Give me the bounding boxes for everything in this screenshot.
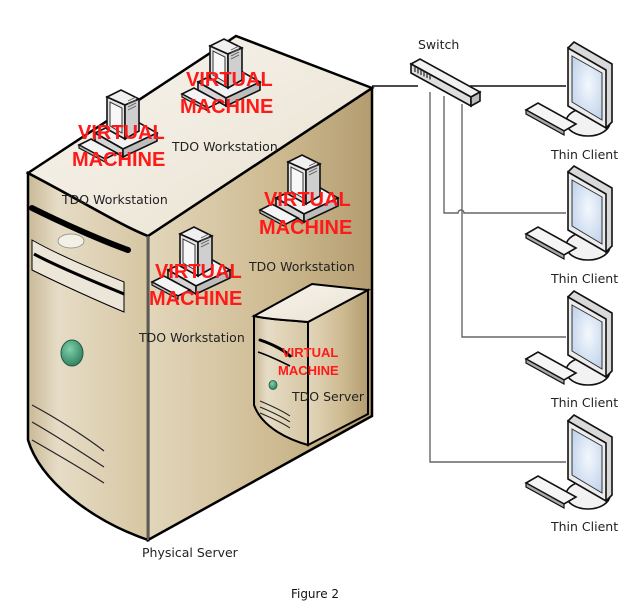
link-thin-client-2: [443, 96, 566, 214]
vm-label-line1: VIRTUAL: [155, 261, 242, 283]
vm-label-line2: MACHINE: [72, 149, 165, 171]
network-switch: Switch: [409, 37, 482, 108]
network-links: [372, 85, 566, 463]
workstation-label: TDO Workstation: [171, 139, 278, 154]
link-thin-client-4: [429, 92, 566, 463]
vm-label-line2: MACHINE: [278, 363, 339, 378]
workstation: VIRTUAL MACHINE TDO Workstation: [61, 89, 168, 207]
switch-label: Switch: [418, 37, 459, 52]
workstation: VIRTUAL MACHINE TDO Workstation: [138, 226, 245, 345]
power-led-icon: [60, 339, 84, 367]
thin-client: Thin Client: [525, 290, 618, 410]
tower-server-icon: [251, 282, 372, 447]
thin-client-label: Thin Client: [550, 271, 618, 286]
network-switch-icon: [409, 58, 482, 108]
thin-client: Thin Client: [525, 414, 618, 534]
figure-caption: Figure 2: [291, 587, 339, 601]
workstation: VIRTUAL MACHINE TDO Workstation: [171, 38, 278, 154]
vm-label-line2: MACHINE: [259, 217, 352, 239]
tdo-server: VIRTUAL MACHINE TDO Server: [251, 282, 372, 447]
workstation-label: TDO Workstation: [248, 259, 355, 274]
physical-server-label: Physical Server: [142, 545, 239, 560]
vm-label-line2: MACHINE: [180, 96, 273, 118]
thin-client-label: Thin Client: [550, 519, 618, 534]
thin-client-label: Thin Client: [550, 395, 618, 410]
thin-client-label: Thin Client: [550, 147, 618, 162]
thin-client: Thin Client: [525, 165, 618, 286]
vm-label-line1: VIRTUAL: [186, 69, 273, 91]
link-thin-client-3: [461, 104, 566, 338]
thin-client: Thin Client: [525, 41, 618, 162]
vm-label-line2: MACHINE: [149, 288, 242, 310]
tdo-server-label: TDO Server: [291, 389, 365, 404]
monitor-icon: [525, 290, 613, 386]
vm-label-line1: VIRTUAL: [264, 189, 351, 211]
workstation-label: TDO Workstation: [61, 192, 168, 207]
vm-label-line1: VIRTUAL: [282, 345, 338, 360]
workstation: VIRTUAL MACHINE TDO Workstation: [248, 154, 355, 274]
workstation-label: TDO Workstation: [138, 330, 245, 345]
monitor-icon: [525, 41, 613, 137]
vm-label-line1: VIRTUAL: [78, 122, 165, 144]
